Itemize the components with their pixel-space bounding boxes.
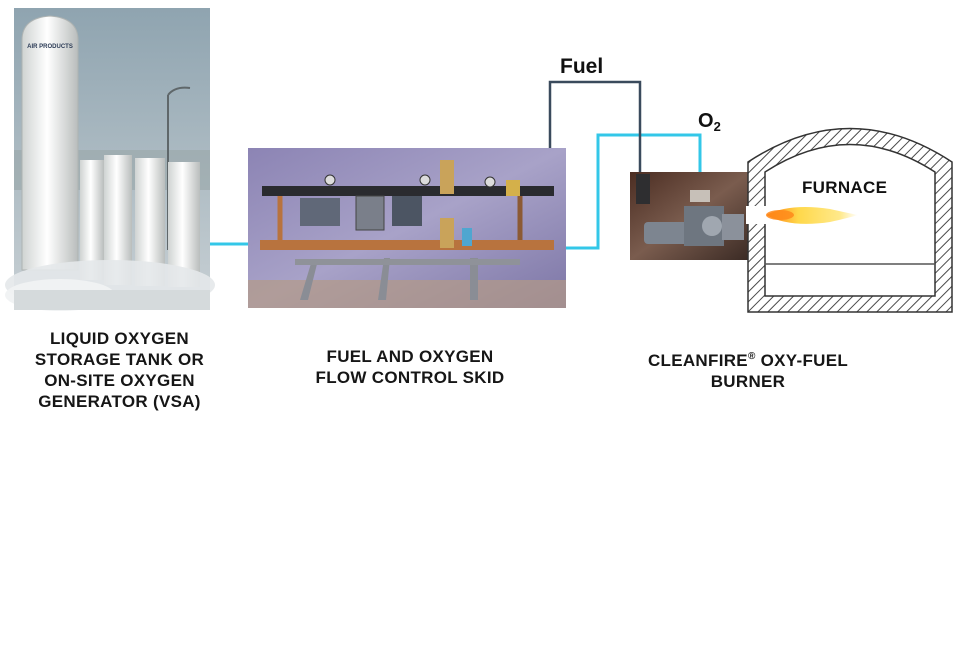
- storage-caption-line-1: LIQUID OXYGEN: [50, 329, 189, 348]
- furnace-diagram: [746, 127, 953, 313]
- burner-caption-line-2: BURNER: [710, 372, 786, 391]
- oxygen-label: O2: [698, 110, 721, 134]
- furnace-label: FURNACE: [802, 178, 888, 197]
- fuel-label: Fuel: [560, 55, 604, 78]
- burner-caption-line-1: CLEANFIRE® OXY-FUEL: [622, 346, 874, 371]
- burner-caption: CLEANFIRE® OXY-FUEL BURNER: [622, 346, 874, 392]
- oxygen-label-main: O: [698, 110, 714, 132]
- tank-brand-text: AIR PRODUCTS: [27, 44, 73, 50]
- burner-caption-brand: CLEANFIRE: [647, 351, 748, 370]
- registered-mark: ®: [747, 351, 756, 362]
- fuel-line-skid-to-burner: [548, 80, 642, 185]
- oxy-fuel-burner-photo: [630, 172, 750, 260]
- burner-caption-type: OXY-FUEL: [755, 351, 849, 370]
- skid-caption: FUEL AND OXYGEN FLOW CONTROL SKID: [296, 346, 524, 388]
- storage-caption: LIQUID OXYGEN STORAGE TANK OR ON-SITE OX…: [22, 328, 217, 412]
- storage-caption-line-3: ON-SITE OXYGEN: [44, 371, 195, 390]
- skid-caption-line-2: FLOW CONTROL SKID: [315, 368, 505, 387]
- skid-caption-line-1: FUEL AND OXYGEN: [326, 347, 494, 366]
- oxygen-label-subscript: 2: [713, 119, 721, 134]
- storage-caption-line-2: STORAGE TANK OR: [34, 350, 205, 369]
- storage-caption-line-4: GENERATOR (VSA): [38, 392, 201, 411]
- flow-control-skid-photo: [248, 148, 566, 308]
- storage-tank-photo: [5, 8, 215, 311]
- oxygen-line-skid-to-burner: [566, 133, 702, 250]
